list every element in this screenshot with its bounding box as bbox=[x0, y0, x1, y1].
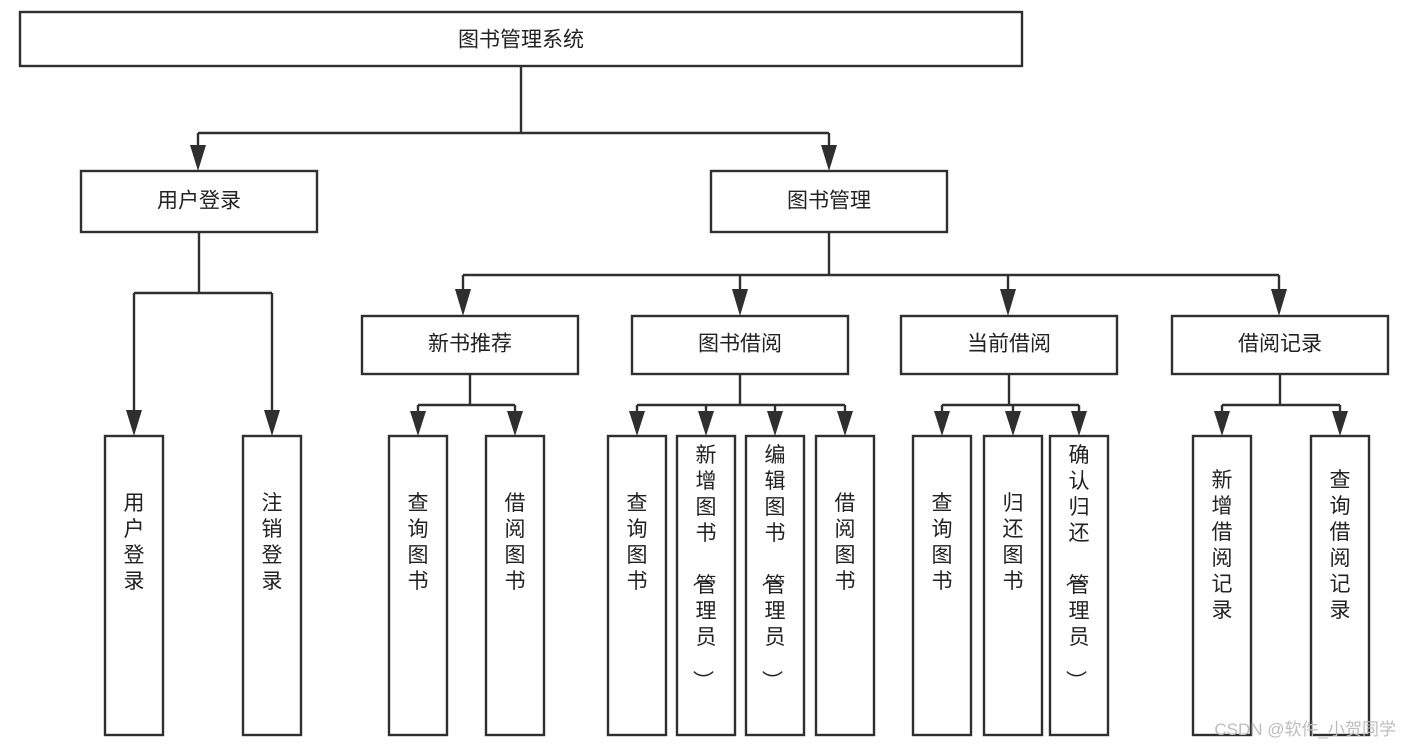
leaf-query-book-3-label: 查询图书 bbox=[932, 492, 953, 593]
connectors-layer bbox=[126, 66, 1348, 436]
leaf-confirm-return-box[interactable] bbox=[1048, 434, 1110, 737]
leaf-edit-book-box[interactable] bbox=[744, 434, 806, 737]
leaf-add-book[interactable]: 新增图书（管理员） bbox=[675, 434, 737, 737]
leaf-query-book-2-box[interactable] bbox=[606, 434, 668, 737]
node-borrow-record[interactable]: 借阅记录 bbox=[1170, 314, 1390, 376]
leaf-query-book-3-box[interactable] bbox=[911, 434, 973, 737]
node-book-manage[interactable]: 图书管理 bbox=[709, 169, 949, 234]
arrow-leaf-edit-book bbox=[767, 411, 783, 436]
arrow-leaf-borrow-book-2 bbox=[837, 411, 853, 436]
arrow-leaf-confirm-return bbox=[1071, 411, 1087, 436]
leaf-logout-box[interactable] bbox=[241, 434, 303, 737]
node-borrow-record-label: 借阅记录 bbox=[1238, 333, 1322, 356]
arrow-to-current-borrow bbox=[1000, 289, 1016, 316]
node-new-book-recommend[interactable]: 新书推荐 bbox=[360, 314, 580, 376]
node-current-borrow-box[interactable] bbox=[899, 314, 1119, 376]
arrow-leaf-user-login bbox=[126, 410, 142, 436]
leaf-logout[interactable]: 注销登录 bbox=[241, 434, 303, 737]
node-root[interactable]: 图书管理系统 bbox=[18, 10, 1024, 68]
leaf-borrow-book-1-box[interactable] bbox=[484, 434, 546, 737]
leaf-confirm-return-label: 确认归还（管理员） bbox=[1064, 444, 1090, 691]
arrow-leaf-borrow-book-1 bbox=[507, 411, 523, 436]
node-current-borrow[interactable]: 当前借阅 bbox=[899, 314, 1119, 376]
node-book-borrow-label: 图书借阅 bbox=[698, 333, 782, 356]
node-book-borrow-box[interactable] bbox=[630, 314, 850, 376]
arrow-leaf-query-book-3 bbox=[934, 411, 950, 436]
node-user-login-box[interactable] bbox=[79, 169, 319, 234]
leaf-add-record-box[interactable] bbox=[1191, 434, 1253, 737]
node-book-manage-label: 图书管理 bbox=[787, 190, 871, 213]
arrow-leaf-return-book bbox=[1005, 411, 1021, 436]
leaf-query-record[interactable]: 查询借阅记录 bbox=[1309, 434, 1371, 737]
leaf-query-book-2-label: 查询图书 bbox=[627, 492, 648, 593]
leaf-add-book-label: 新增图书（管理员） bbox=[691, 444, 717, 691]
leaf-borrow-book-1[interactable]: 借阅图书 bbox=[484, 434, 546, 737]
leaf-user-login-box[interactable] bbox=[103, 434, 165, 737]
leaf-borrow-book-2[interactable]: 借阅图书 bbox=[814, 434, 876, 737]
node-root-box[interactable] bbox=[18, 10, 1024, 68]
leaf-query-book-3[interactable]: 查询图书 bbox=[911, 434, 973, 737]
arrow-to-borrow-record bbox=[1271, 289, 1287, 316]
leaf-logout-label: 注销登录 bbox=[262, 492, 283, 593]
arrow-leaf-logout bbox=[264, 410, 280, 436]
leaf-user-login[interactable]: 用户登录 bbox=[103, 434, 165, 737]
arrow-to-user-login bbox=[190, 145, 206, 171]
leaf-return-book[interactable]: 归还图书 bbox=[982, 434, 1044, 737]
node-user-login[interactable]: 用户登录 bbox=[79, 169, 319, 234]
node-book-borrow[interactable]: 图书借阅 bbox=[630, 314, 850, 376]
leaf-borrow-book-2-label: 借阅图书 bbox=[835, 492, 856, 593]
leaf-query-book-1-label: 查询图书 bbox=[408, 492, 429, 593]
leaf-query-book-1-box[interactable] bbox=[387, 434, 449, 737]
leaf-query-book-2[interactable]: 查询图书 bbox=[606, 434, 668, 737]
arrow-to-new-book-recommend bbox=[455, 289, 471, 316]
leaf-add-book-box[interactable] bbox=[675, 434, 737, 737]
leaf-query-book-1[interactable]: 查询图书 bbox=[387, 434, 449, 737]
node-new-book-recommend-box[interactable] bbox=[360, 314, 580, 376]
leaf-borrow-book-1-label: 借阅图书 bbox=[505, 492, 526, 593]
leaf-edit-book[interactable]: 编辑图书（管理员） bbox=[744, 434, 806, 737]
leaf-add-record-label: 新增借阅记录 bbox=[1212, 469, 1233, 622]
node-user-login-label: 用户登录 bbox=[157, 190, 241, 213]
arrow-to-book-manage bbox=[821, 145, 837, 171]
arrow-to-book-borrow bbox=[732, 289, 748, 316]
leaf-borrow-book-2-box[interactable] bbox=[814, 434, 876, 737]
leaf-add-record[interactable]: 新增借阅记录 bbox=[1191, 434, 1253, 737]
arrow-leaf-query-record bbox=[1332, 411, 1348, 436]
leaf-return-book-box[interactable] bbox=[982, 434, 1044, 737]
csdn-watermark: CSDN @软件_小贺同学 bbox=[1214, 720, 1396, 739]
arrow-leaf-query-book-2 bbox=[629, 411, 645, 436]
leaf-query-record-box[interactable] bbox=[1309, 434, 1371, 737]
node-borrow-record-box[interactable] bbox=[1170, 314, 1390, 376]
arrow-leaf-add-record bbox=[1214, 411, 1230, 436]
node-current-borrow-label: 当前借阅 bbox=[967, 333, 1051, 356]
leaf-return-book-label: 归还图书 bbox=[1003, 492, 1024, 593]
arrow-leaf-query-book-1 bbox=[410, 411, 426, 436]
leaf-user-login-label: 用户登录 bbox=[124, 492, 145, 593]
arrow-leaf-add-book bbox=[698, 411, 714, 436]
leaf-edit-book-label: 编辑图书（管理员） bbox=[760, 444, 786, 691]
leaf-query-record-label: 查询借阅记录 bbox=[1330, 469, 1351, 622]
node-root-label: 图书管理系统 bbox=[458, 29, 584, 52]
node-book-manage-box[interactable] bbox=[709, 169, 949, 234]
node-new-book-recommend-label: 新书推荐 bbox=[428, 333, 512, 356]
leaf-confirm-return[interactable]: 确认归还（管理员） bbox=[1048, 434, 1110, 737]
